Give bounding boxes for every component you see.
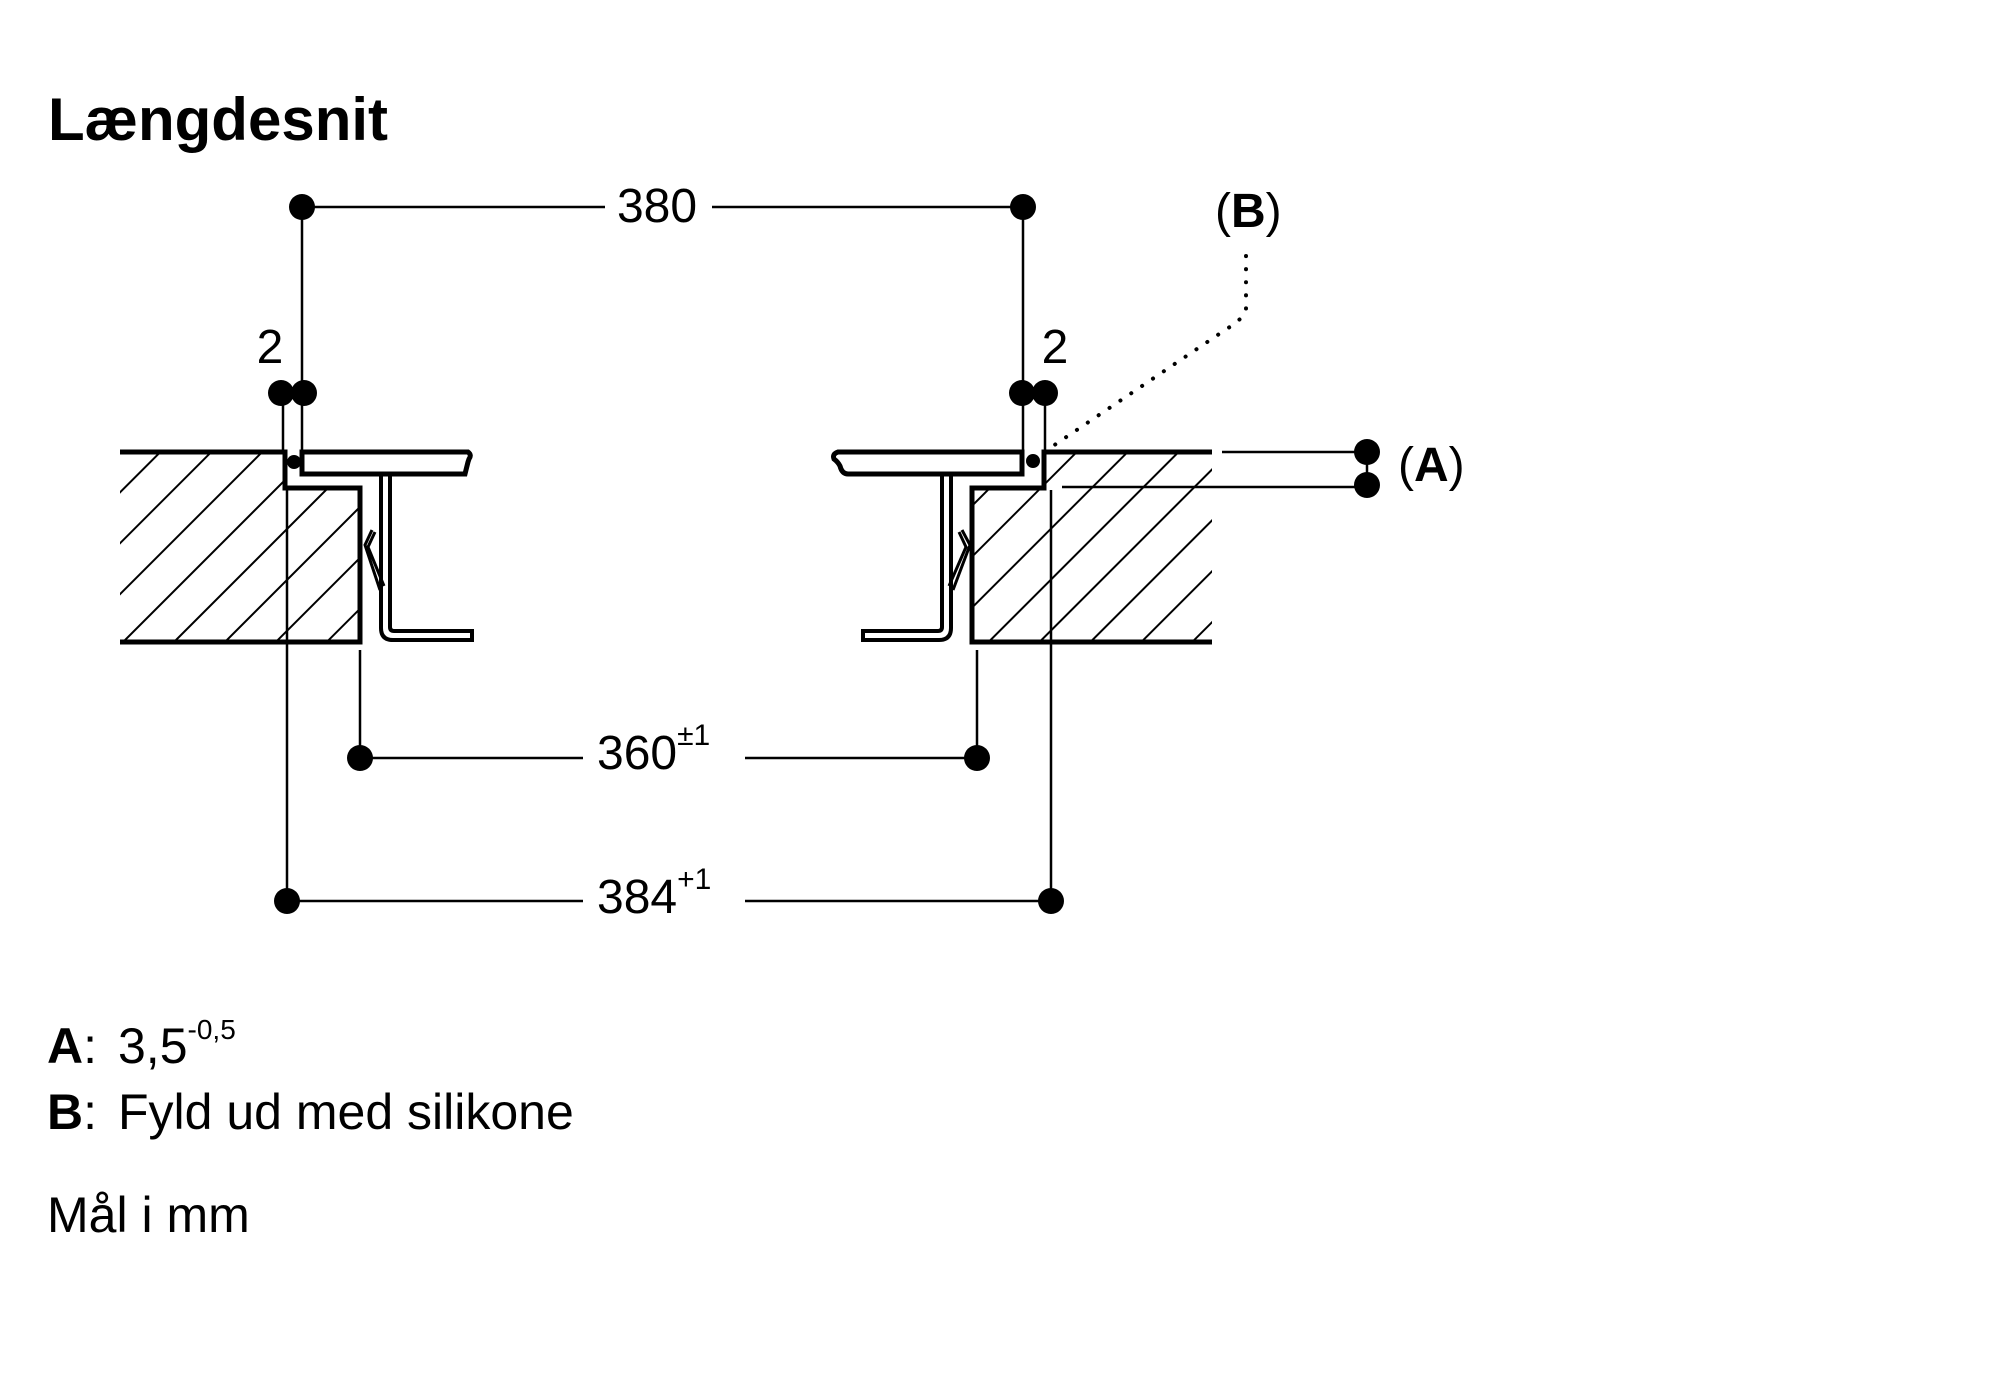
gap-right-label: 2 xyxy=(1042,321,1069,374)
gap-left-marker-2 xyxy=(291,380,317,406)
right-hob-profile xyxy=(831,449,1040,642)
left-glass-plate xyxy=(299,449,473,477)
dimension-360-right-marker xyxy=(964,745,990,771)
dimension-360-left-marker xyxy=(347,745,373,771)
legend-item-a: A:3,5-0,5 xyxy=(47,1014,236,1074)
left-clip-spring xyxy=(363,529,386,591)
dimension-384-label: 384+1 xyxy=(597,863,711,924)
gap-left-marker-1 xyxy=(268,380,294,406)
left-silicone-bead xyxy=(287,455,301,469)
legend-item-b: B:Fyld ud med silikone xyxy=(47,1084,574,1140)
callout-a-label: (A) xyxy=(1398,439,1465,492)
dimension-384-left-marker xyxy=(274,888,300,914)
left-worktop-outline xyxy=(120,449,363,645)
right-silicone-bead xyxy=(1026,454,1040,468)
dimension-360-label: 360±1 xyxy=(597,719,710,780)
dimension-360 xyxy=(358,650,979,760)
units-note: Mål i mm xyxy=(47,1187,250,1243)
gap-right-marker-1 xyxy=(1009,380,1035,406)
dimension-380-right-marker xyxy=(1010,194,1036,220)
gap-right-marker-2 xyxy=(1032,380,1058,406)
dimension-384-right-marker xyxy=(1038,888,1064,914)
dimension-380 xyxy=(300,205,1025,452)
callout-b-label: (B) xyxy=(1215,185,1282,238)
right-glass-plate xyxy=(831,449,1025,477)
dimension-a-bottom-marker xyxy=(1354,472,1380,498)
left-hob-profile xyxy=(287,449,474,642)
right-worktop-outline xyxy=(969,449,1212,645)
left-frame-outer xyxy=(379,474,474,642)
gap-left-label: 2 xyxy=(257,321,284,374)
dimension-380-label: 380 xyxy=(617,180,697,233)
dimension-380-left-marker xyxy=(289,194,315,220)
page-title: Længdesnit xyxy=(48,86,388,153)
right-clip-spring xyxy=(947,529,972,591)
right-frame-outer xyxy=(861,474,953,642)
dimension-384 xyxy=(285,490,1053,903)
dimension-a-top-marker xyxy=(1354,439,1380,465)
callout-b-leader xyxy=(1048,254,1248,450)
